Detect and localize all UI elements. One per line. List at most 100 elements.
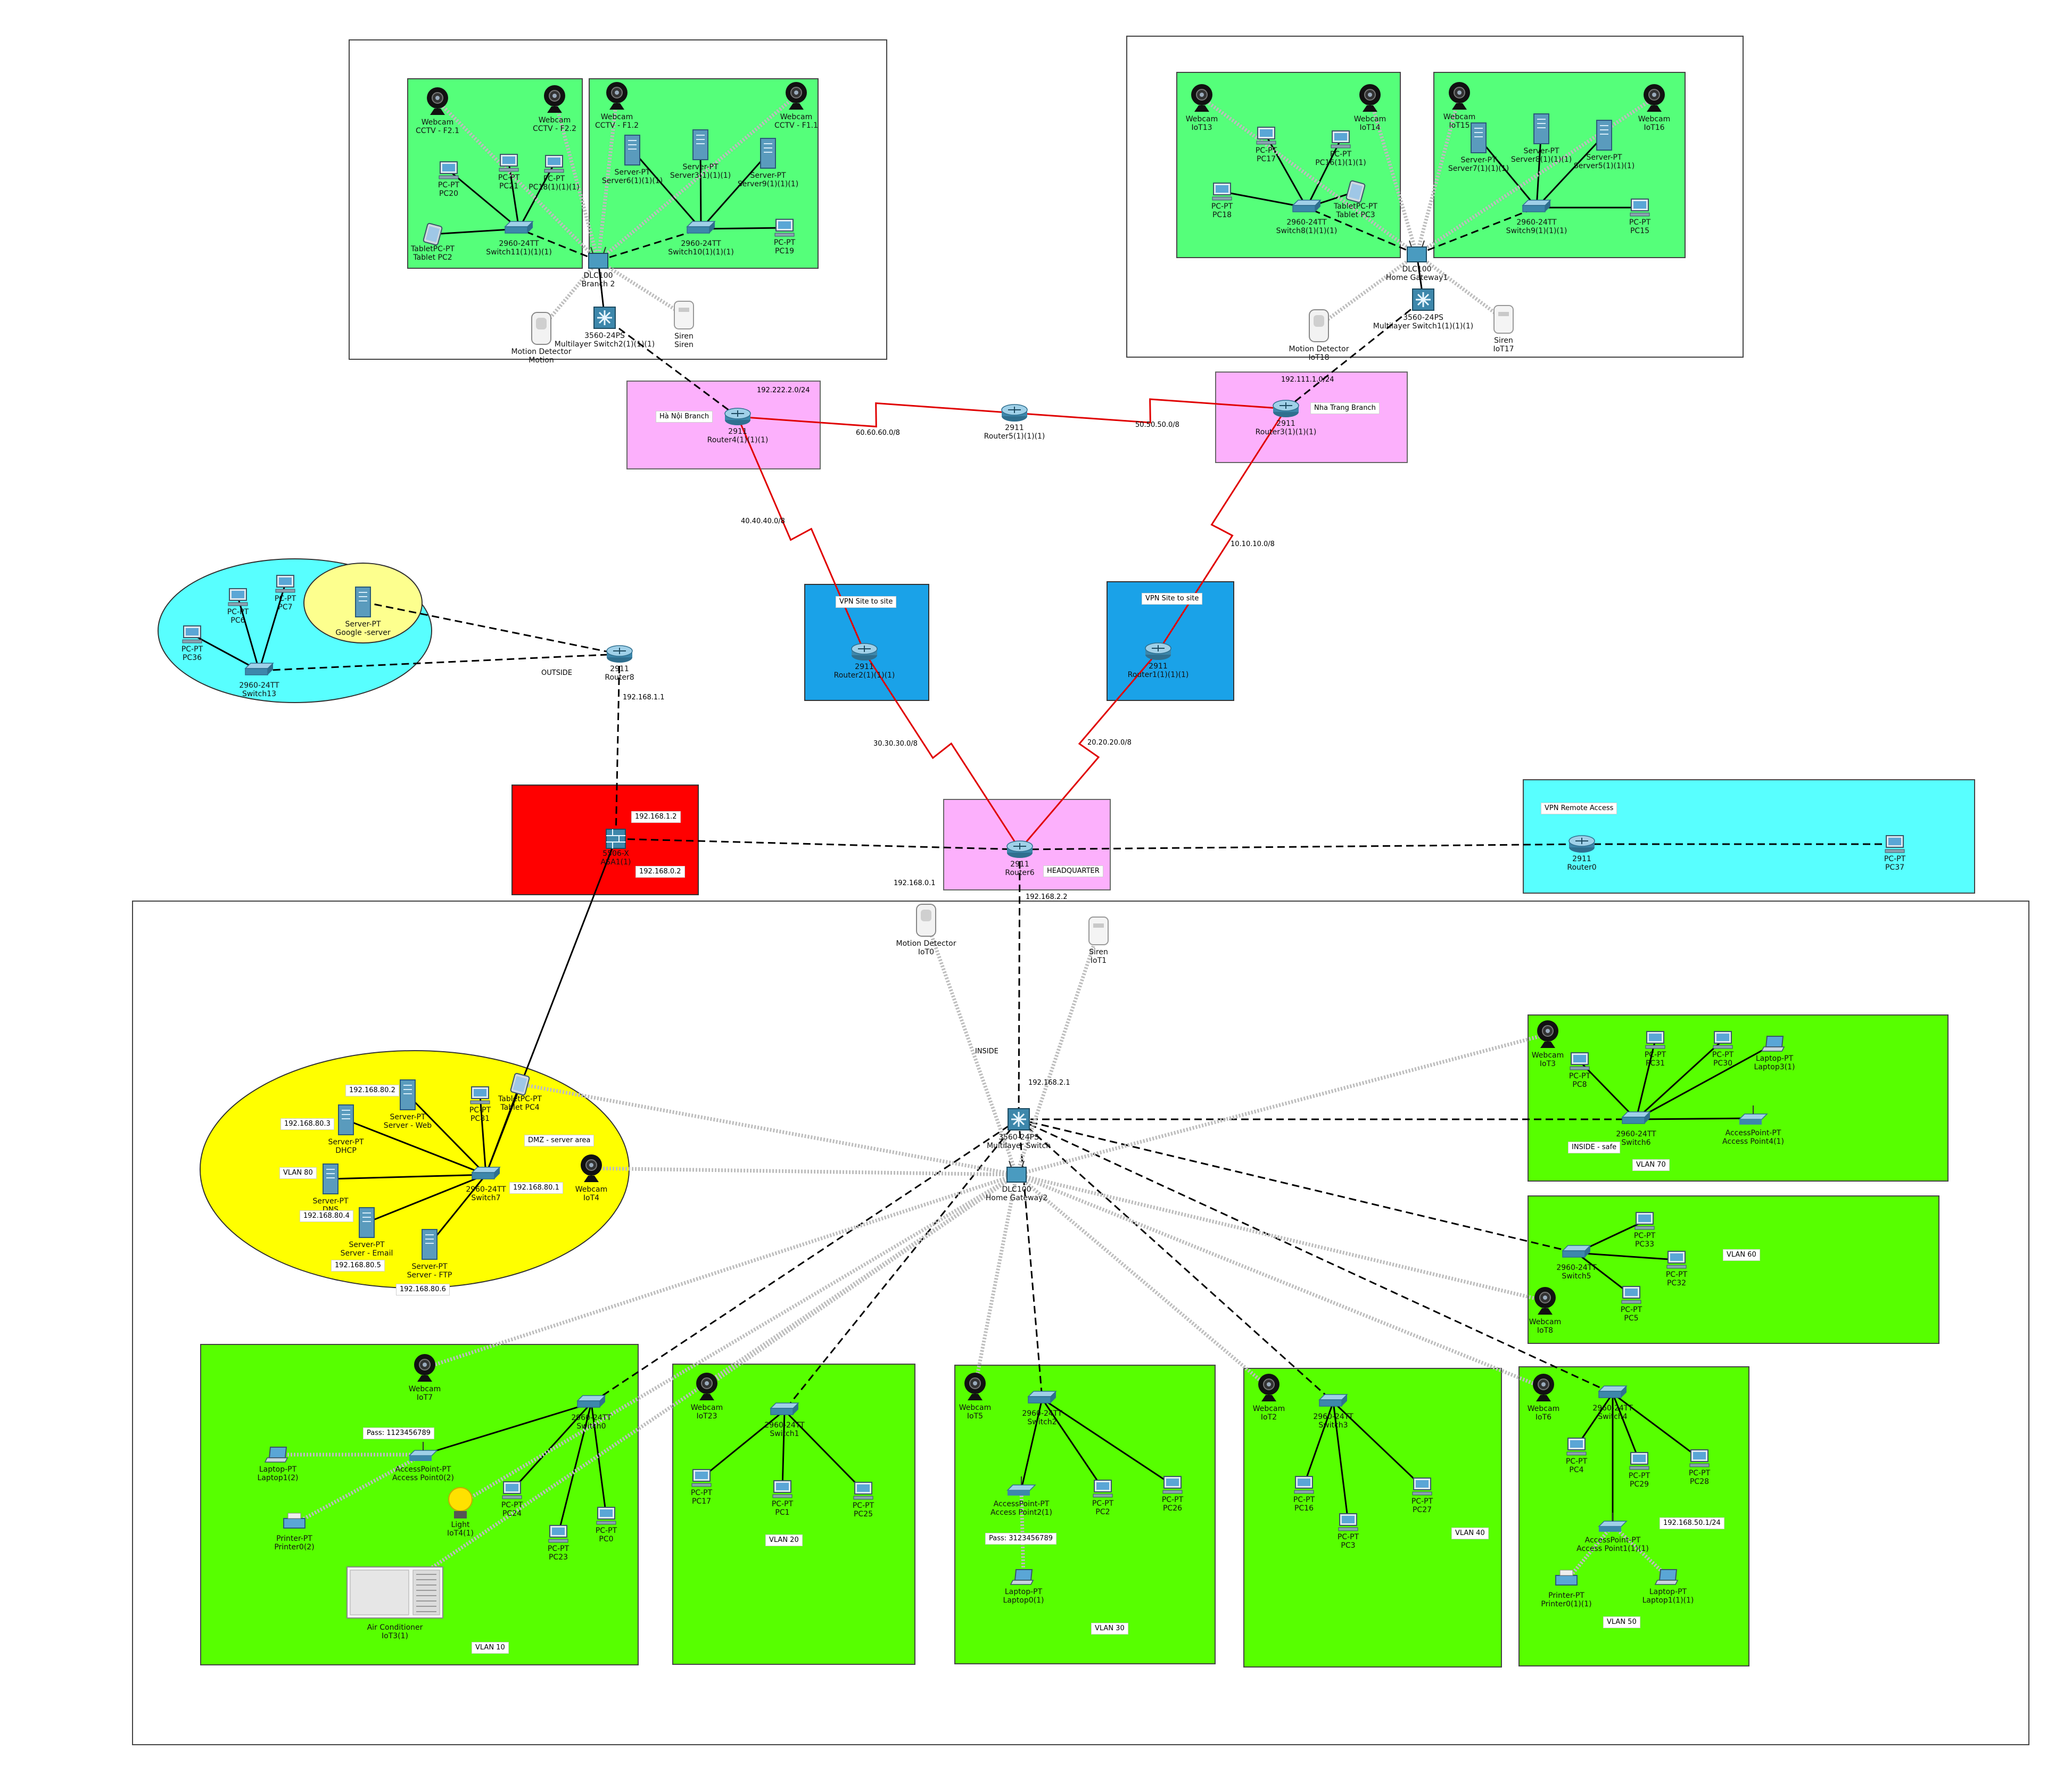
server-node-srv3[interactable] xyxy=(692,129,708,160)
switch-node-sw5[interactable] xyxy=(1562,1245,1591,1258)
gateway-node-dlc-b2[interactable] xyxy=(588,246,608,269)
pc-node-pc29[interactable] xyxy=(1629,1452,1649,1470)
printer-node-printer0[interactable] xyxy=(1555,1570,1578,1586)
tablet-node-tablet3[interactable] xyxy=(1345,180,1366,203)
siren-node-iot17[interactable] xyxy=(1493,305,1514,334)
motion-node-motion[interactable] xyxy=(531,312,551,345)
router-node-router5[interactable] xyxy=(1001,404,1028,422)
pc-node-pc24[interactable] xyxy=(502,1481,522,1499)
aircon-node-aircon[interactable] xyxy=(346,1566,443,1619)
motion-node-iot18[interactable] xyxy=(1309,309,1329,342)
webcam-node-iot15[interactable] xyxy=(1449,82,1470,110)
pc-node-pc16b[interactable] xyxy=(1331,130,1351,148)
mswitch-node-msw2[interactable] xyxy=(593,307,616,329)
pc-node-pc18b[interactable] xyxy=(1212,183,1232,201)
laptop-node-laptop2[interactable] xyxy=(264,1447,288,1463)
server-node-srv6[interactable] xyxy=(624,135,640,166)
switch-node-sw8[interactable] xyxy=(1292,200,1322,212)
pc-node-pc15[interactable] xyxy=(1630,199,1650,217)
webcam-node-iot23[interactable] xyxy=(696,1373,717,1400)
server-node-srv-dns[interactable] xyxy=(323,1163,339,1194)
switch-node-sw4[interactable] xyxy=(1598,1385,1628,1398)
siren-node-iot1[interactable] xyxy=(1088,917,1109,945)
switch-node-sw9[interactable] xyxy=(1522,200,1551,212)
switch-node-sw7[interactable] xyxy=(471,1167,501,1179)
laptop-node-laptop1[interactable] xyxy=(1654,1569,1679,1585)
pc-node-pc6[interactable] xyxy=(228,588,248,606)
pc-node-pc2[interactable] xyxy=(1093,1480,1113,1498)
pc-node-pc32[interactable] xyxy=(1666,1251,1687,1269)
switch-node-sw11[interactable] xyxy=(504,221,534,234)
pc-node-pc7[interactable] xyxy=(275,575,295,593)
webcam-node-iot13[interactable] xyxy=(1191,84,1212,112)
gateway-node-hgw2[interactable] xyxy=(1006,1160,1027,1183)
webcam-node-iot14[interactable] xyxy=(1359,84,1381,112)
switch-node-sw1[interactable] xyxy=(770,1402,799,1415)
server-node-srv-dhcp[interactable] xyxy=(338,1104,354,1135)
webcam-node-iot16[interactable] xyxy=(1644,84,1665,112)
webcam-node-iot6[interactable] xyxy=(1533,1374,1554,1401)
siren-node-siren[interactable] xyxy=(674,301,694,329)
webcam-node-iot8[interactable] xyxy=(1534,1287,1556,1315)
router-node-router1[interactable] xyxy=(1145,642,1171,660)
ap-node-ap4[interactable] xyxy=(1738,1105,1768,1125)
pc-node-pc33[interactable] xyxy=(1635,1212,1655,1230)
switch-node-sw2[interactable] xyxy=(1027,1391,1057,1404)
pc-node-pc26[interactable] xyxy=(1162,1476,1183,1494)
router-node-router2[interactable] xyxy=(851,643,878,661)
pc-node-pc3[interactable] xyxy=(1338,1513,1358,1531)
pc-node-pc21[interactable] xyxy=(499,154,519,172)
server-node-srv9[interactable] xyxy=(760,138,776,169)
ap-node-ap2[interactable] xyxy=(1006,1476,1036,1496)
pc-node-pc17[interactable] xyxy=(1256,127,1276,145)
switch-node-sw3[interactable] xyxy=(1318,1394,1348,1407)
pc-node-pc8[interactable] xyxy=(1570,1052,1590,1070)
webcam-node-cam-f12[interactable] xyxy=(606,82,628,110)
webcam-node-iot4[interactable] xyxy=(581,1154,602,1182)
pc-node-pc16[interactable] xyxy=(1294,1476,1314,1494)
router-node-router8[interactable] xyxy=(606,645,633,663)
webcam-node-iot5[interactable] xyxy=(964,1373,986,1400)
router-node-router4[interactable] xyxy=(724,408,751,425)
pc-node-pc37[interactable] xyxy=(1885,835,1905,853)
pc-node-pc25[interactable] xyxy=(853,1482,873,1500)
server-node-srv-web[interactable] xyxy=(400,1079,416,1110)
pc-node-pc28[interactable] xyxy=(1689,1449,1710,1467)
switch-node-sw0[interactable] xyxy=(576,1395,606,1408)
ap-node-ap1[interactable] xyxy=(1598,1513,1628,1532)
laptop-node-laptop0[interactable] xyxy=(1010,1569,1034,1585)
light-node-light[interactable] xyxy=(448,1487,473,1518)
pc-node-pc18[interactable] xyxy=(544,155,564,173)
tablet-node-tablet2[interactable] xyxy=(423,222,443,246)
server-node-srv8[interactable] xyxy=(1533,113,1549,144)
server-node-srv5[interactable] xyxy=(1596,120,1612,151)
pc-node-pc4[interactable] xyxy=(1566,1438,1587,1456)
webcam-node-cam-f11[interactable] xyxy=(786,82,807,110)
pc-node-pc5[interactable] xyxy=(1621,1286,1641,1304)
switch-node-sw13[interactable] xyxy=(244,663,274,675)
router-node-router6[interactable] xyxy=(1006,840,1033,858)
laptop-node-laptop3[interactable] xyxy=(1761,1036,1785,1052)
mswitch-node-mswitch[interactable] xyxy=(1008,1108,1030,1130)
router-node-router0[interactable] xyxy=(1569,835,1595,853)
webcam-node-cam-f22[interactable] xyxy=(544,85,565,113)
webcam-node-iot3[interactable] xyxy=(1537,1020,1558,1048)
printer-node-printer2[interactable] xyxy=(283,1513,306,1529)
pc-node-pc23[interactable] xyxy=(548,1525,568,1543)
ap-node-ap0[interactable] xyxy=(408,1442,438,1461)
pc-node-pc20[interactable] xyxy=(439,161,459,179)
gateway-node-dlc-hg[interactable] xyxy=(1407,240,1427,262)
webcam-node-iot7[interactable] xyxy=(414,1354,435,1382)
server-node-srv-email[interactable] xyxy=(359,1207,375,1238)
pc-node-pc36[interactable] xyxy=(182,625,202,643)
webcam-node-iot2[interactable] xyxy=(1258,1374,1279,1401)
pc-node-pc1[interactable] xyxy=(772,1480,793,1498)
pc-node-pc81[interactable] xyxy=(470,1086,490,1104)
pc-node-pc30[interactable] xyxy=(1713,1031,1733,1049)
webcam-node-cam-f21[interactable] xyxy=(427,87,448,115)
switch-node-sw10[interactable] xyxy=(686,221,716,234)
switch-node-sw6[interactable] xyxy=(1621,1111,1651,1124)
pc-node-pc19[interactable] xyxy=(774,219,795,237)
router-node-router3[interactable] xyxy=(1273,400,1299,417)
pc-node-pc27[interactable] xyxy=(1412,1478,1432,1496)
